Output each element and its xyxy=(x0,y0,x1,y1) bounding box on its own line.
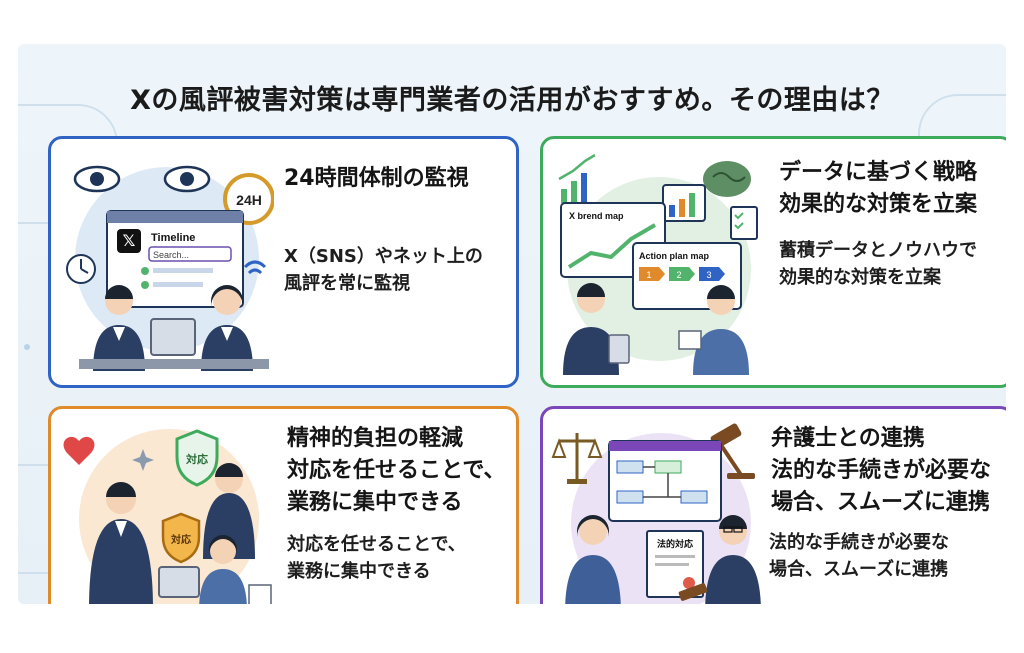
svg-text:2: 2 xyxy=(676,270,681,280)
x-logo-icon: 𝕏 xyxy=(123,231,136,250)
card-heading-line: データに基づく戦略 xyxy=(779,160,978,185)
card-heading-line: 法的な手続きが必要な xyxy=(771,458,992,483)
card-body-line: 業務に集中できる xyxy=(287,561,431,582)
heart-icon xyxy=(63,436,95,465)
svg-text:Search...: Search... xyxy=(153,250,189,260)
card-body-line: X（SNS）やネット上の xyxy=(284,246,483,267)
seal-icon xyxy=(683,577,695,589)
svg-text:対応: 対応 xyxy=(170,533,191,546)
worker-person xyxy=(199,535,247,604)
sparkle-icon xyxy=(132,449,154,471)
page-title: Xの風評被害対策は専門業者の活用がおすすめ。その理由は？ xyxy=(130,85,894,116)
monitor-icon xyxy=(150,318,196,356)
svg-text:Timeline: Timeline xyxy=(151,232,195,244)
card-body-line: 風評を常に監視 xyxy=(284,273,410,294)
card-body: 対応を任せることで、 業務に集中できる xyxy=(287,531,516,585)
card-reduce-burden: 対応 対応 xyxy=(48,406,519,604)
bar-chart-icon xyxy=(558,153,596,203)
browser-window: 𝕏 Timeline Search... xyxy=(106,210,244,308)
legal-document: 法的対応 xyxy=(646,530,704,598)
card-body-line: 対応を任せることで、 xyxy=(287,534,466,555)
card-body-line: 法的な手続きが必要な xyxy=(769,532,949,553)
lawyer-illustration: 法的対応 xyxy=(551,423,761,604)
small-clock-icon xyxy=(66,254,96,284)
strategy-illustration: X brend map Action plan map 1 2 3 xyxy=(558,153,758,375)
burden-illustration: 対応 対応 xyxy=(63,429,272,604)
card-data-strategy: X brend map Action plan map 1 2 3 xyxy=(540,136,1006,388)
card-heading-line: 対応を任せることで、 xyxy=(287,458,506,483)
shield-icon: 対応 xyxy=(175,429,219,487)
card-heading-line: 効果的な対策を立案 xyxy=(779,192,978,217)
card-heading: 24時間体制の監視 xyxy=(284,166,469,191)
card-body-line: 場合、スムーズに連携 xyxy=(769,559,949,580)
shield-icon: 対応 xyxy=(161,512,201,564)
eye-icon xyxy=(163,165,211,193)
background-panel: Xの風評被害対策は専門業者の活用がおすすめ。その理由は？ 24H xyxy=(18,44,1006,604)
analyst-person xyxy=(563,283,630,375)
card-monitoring: 24H 𝕏 Timeline Search... xyxy=(48,136,519,388)
card-heading-line: 精神的負担の軽減 xyxy=(287,426,464,451)
card-body-line: 効果的な対策を立案 xyxy=(779,267,941,288)
card-body: 法的な手続きが必要な 場合、スムーズに連携 xyxy=(769,529,1006,583)
stressed-person xyxy=(89,482,153,604)
gavel-icon xyxy=(678,583,708,601)
card-lawyer-collab: 法的対応 弁護士との連携 xyxy=(540,406,1006,604)
card-body: 蓄積データとノウハウで 効果的な対策を立案 xyxy=(779,237,1006,291)
wifi-icon xyxy=(243,260,267,275)
trend-chart-icon xyxy=(662,184,706,222)
svg-text:X brend map: X brend map xyxy=(569,211,624,221)
card-body: X（SNS）やネット上の 風評を常に監視 xyxy=(284,243,514,297)
decor-dot xyxy=(24,344,30,350)
svg-text:対応: 対応 xyxy=(185,452,208,466)
card-heading-line: 場合、スムーズに連携 xyxy=(771,490,990,515)
svg-text:24H: 24H xyxy=(236,192,262,208)
analyst-person xyxy=(678,285,749,375)
client-person xyxy=(565,515,621,604)
documents-icon xyxy=(248,584,272,604)
card-heading-line: 業務に集中できる xyxy=(287,490,463,515)
card-heading: データに基づく戦略 効果的な対策を立案 xyxy=(779,157,1006,221)
lawyer-person xyxy=(705,515,761,604)
scales-icon xyxy=(551,433,603,484)
checklist-icon xyxy=(730,206,758,240)
monitoring-illustration: 24H 𝕏 Timeline Search... xyxy=(66,165,274,371)
card-heading-line: 弁護士との連携 xyxy=(771,426,925,451)
card-heading: 弁護士との連携 法的な手続きが必要な 場合、スムーズに連携 xyxy=(771,423,1006,519)
svg-text:3: 3 xyxy=(706,270,711,280)
card-heading: 精神的負担の軽減 対応を任せることで、 業務に集中できる xyxy=(287,423,516,519)
brain-icon xyxy=(703,161,751,197)
svg-text:1: 1 xyxy=(646,270,651,280)
eye-icon xyxy=(73,165,121,193)
flowchart-window xyxy=(608,440,722,522)
card-body-line: 蓄積データとノウハウで xyxy=(779,240,977,261)
svg-text:Action plan map: Action plan map xyxy=(639,251,710,261)
monitor-icon xyxy=(158,566,200,598)
svg-text:法的対応: 法的対応 xyxy=(657,538,693,550)
